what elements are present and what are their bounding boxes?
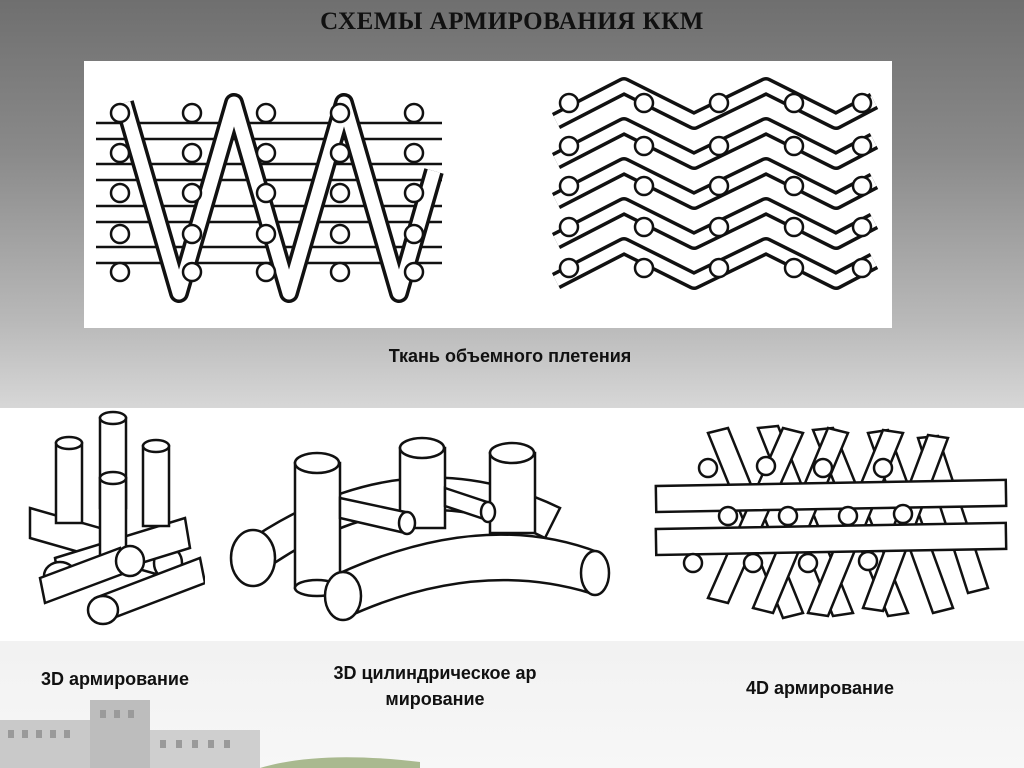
4d-reinforcement-figure xyxy=(638,408,1024,641)
building-decoration-icon xyxy=(0,700,420,768)
rod-bundle-icon xyxy=(28,410,205,626)
weave-scheme-right xyxy=(551,77,879,290)
caption-3d-reinforcement: 3D армирование xyxy=(41,669,189,689)
weave-scheme-left xyxy=(96,93,444,303)
caption-3d-cylindrical: 3D цилиндрическое армирование xyxy=(333,663,537,709)
woven-fabric-figure xyxy=(84,61,892,328)
crossed-strips-icon xyxy=(654,424,1008,620)
3d-reinforcement-figure xyxy=(0,408,205,641)
3d-cylindrical-figure xyxy=(205,408,638,641)
caption-4d-reinforcement: 4D армирование xyxy=(746,678,894,698)
caption-woven-fabric: Ткань объемного плетения xyxy=(388,346,632,366)
slide-title: СХЕМЫ АРМИРОВАНИЯ ККМ xyxy=(320,8,704,35)
curved-rod-assembly-icon xyxy=(229,436,611,622)
